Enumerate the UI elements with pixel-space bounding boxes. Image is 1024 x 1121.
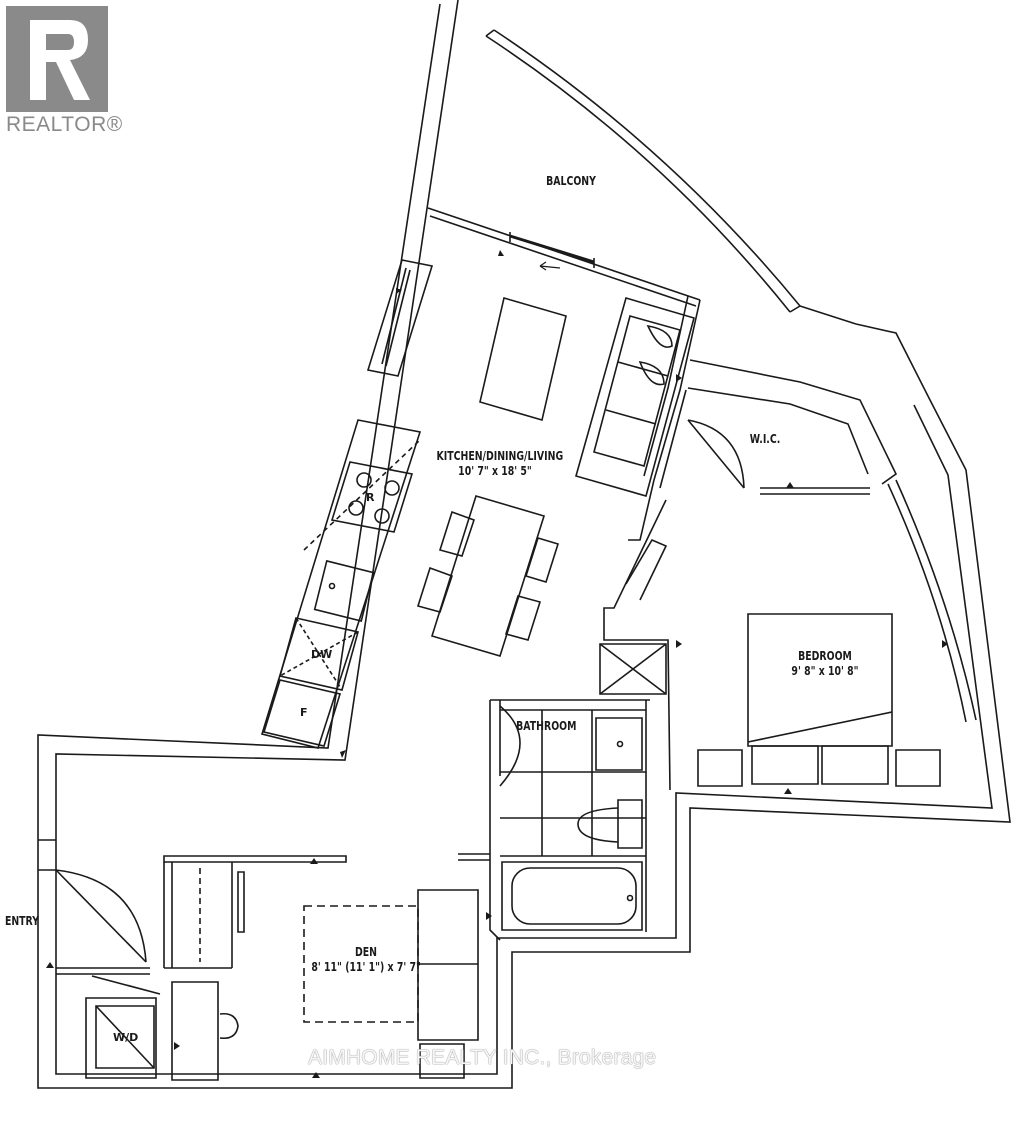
range xyxy=(332,462,412,532)
fridge xyxy=(264,680,340,746)
balcony-railing xyxy=(486,30,856,324)
realtor-logo-text: REALTOR® xyxy=(6,113,123,136)
dimension-markers xyxy=(46,250,948,1078)
bedroom-dims: 9' 8" x 10' 8" xyxy=(791,664,859,678)
bedroom-label: BEDROOM 9' 8" x 10' 8" xyxy=(782,649,868,679)
balcony-label: BALCONY xyxy=(546,174,596,188)
dishwasher-label: DW xyxy=(311,648,333,661)
den-desk xyxy=(172,982,238,1080)
bathroom-tiles xyxy=(500,710,646,856)
pantry-cabinet xyxy=(368,260,432,376)
kitchen-name: KITCHEN/DINING/LIVING xyxy=(436,449,564,463)
bedroom-name: BEDROOM xyxy=(798,649,852,663)
toilet xyxy=(578,800,642,848)
interior-walls xyxy=(56,296,896,974)
balcony-sliding-door xyxy=(428,208,700,306)
dining-table xyxy=(418,496,558,656)
sofa xyxy=(576,298,694,496)
entry-label: ENTRY xyxy=(4,914,40,928)
wic-label: W.I.C. xyxy=(749,432,781,446)
washer-dryer-label: W/D xyxy=(113,1031,139,1044)
bed xyxy=(698,614,940,786)
shower xyxy=(600,644,666,694)
washer-dryer xyxy=(86,976,160,1078)
vanity-sink xyxy=(596,718,642,770)
realtor-r-logo-icon xyxy=(6,6,108,112)
exterior-walls xyxy=(38,0,1010,1088)
bedroom-window xyxy=(888,480,976,722)
entry-door xyxy=(56,870,146,962)
bathtub xyxy=(502,862,642,930)
kitchen-counter xyxy=(262,420,420,748)
bathroom-door xyxy=(500,706,520,786)
den-label: DEN 8' 11" (11' 1") x 7' 7" xyxy=(311,945,420,975)
den-dims: 8' 11" (11' 1") x 7' 7" xyxy=(311,960,421,974)
coffee-table xyxy=(480,298,566,420)
bathroom-label: BATHROOM xyxy=(516,719,577,733)
den-rug xyxy=(304,906,418,1022)
wic-door xyxy=(688,420,744,488)
range-label: R xyxy=(366,491,375,504)
sink xyxy=(315,561,374,621)
kitchen-dims: 10' 7" x 18' 5" xyxy=(458,464,532,478)
kitchen-label: KITCHEN/DINING/LIVING 10' 7" x 18' 5" xyxy=(436,449,564,479)
fridge-label: F xyxy=(300,706,308,719)
den-ottoman xyxy=(420,1044,464,1078)
brokerage-watermark: AIMHOME REALTY INC., Brokerage xyxy=(308,1046,657,1069)
den-name: DEN xyxy=(354,945,377,959)
den-sofa xyxy=(418,890,478,1040)
